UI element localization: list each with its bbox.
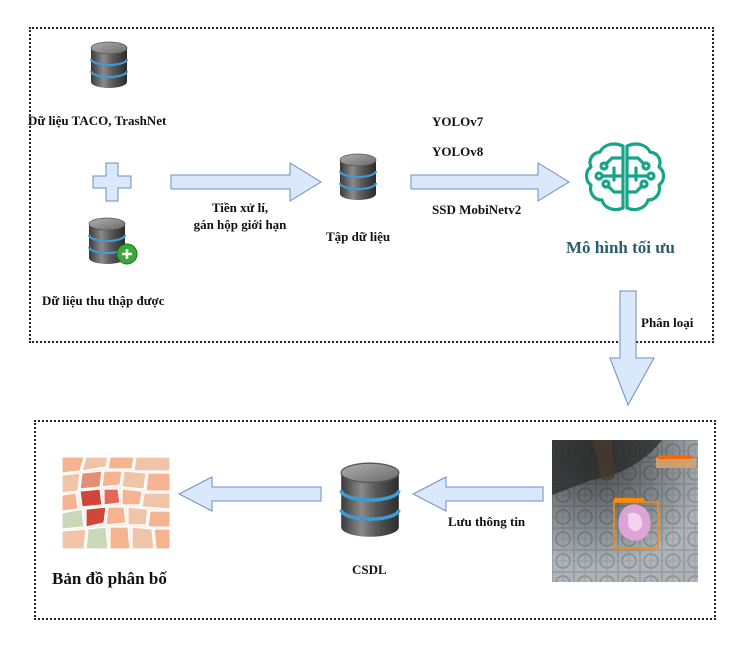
database-add-icon	[87, 216, 139, 270]
classify-arrow	[608, 290, 656, 406]
training-pipeline-frame	[29, 27, 714, 343]
dataset-database-icon	[338, 152, 378, 202]
plus-icon	[92, 162, 132, 202]
classify-label: Phân loại	[641, 315, 694, 330]
model-yolov8: YOLOv8	[432, 144, 484, 159]
model-ssd-mobinetv2: SSD MobiNetv2	[432, 202, 522, 217]
csdl-database-icon	[335, 460, 405, 540]
source2-label: Dữ liệu thu thập được	[42, 293, 165, 308]
application-frame	[34, 420, 716, 620]
preprocess-arrow	[170, 162, 322, 202]
map-label: Bản đồ phân bố	[52, 569, 167, 588]
preprocess-label-line2: gán hộp giới hạn	[193, 217, 287, 232]
store-info-arrow	[412, 476, 544, 512]
dataset-label: Tập dữ liệu	[326, 229, 391, 244]
csdl-label: CSDL	[352, 562, 387, 577]
to-map-arrow	[178, 476, 322, 512]
source1-label: Dữ liệu TACO, TrashNet	[28, 113, 167, 128]
optimal-model-label: Mô hình tối ưu	[566, 238, 675, 257]
database-icon-source1	[89, 40, 129, 90]
ai-model-icon	[584, 140, 666, 216]
training-arrow	[410, 162, 570, 202]
preprocess-label-line1: Tiền xử lí,	[211, 200, 269, 215]
distribution-map	[62, 457, 170, 549]
store-info-label: Lưu thông tin	[448, 514, 526, 529]
model-yolov7: YOLOv7	[432, 114, 484, 129]
detection-photo	[552, 440, 698, 582]
